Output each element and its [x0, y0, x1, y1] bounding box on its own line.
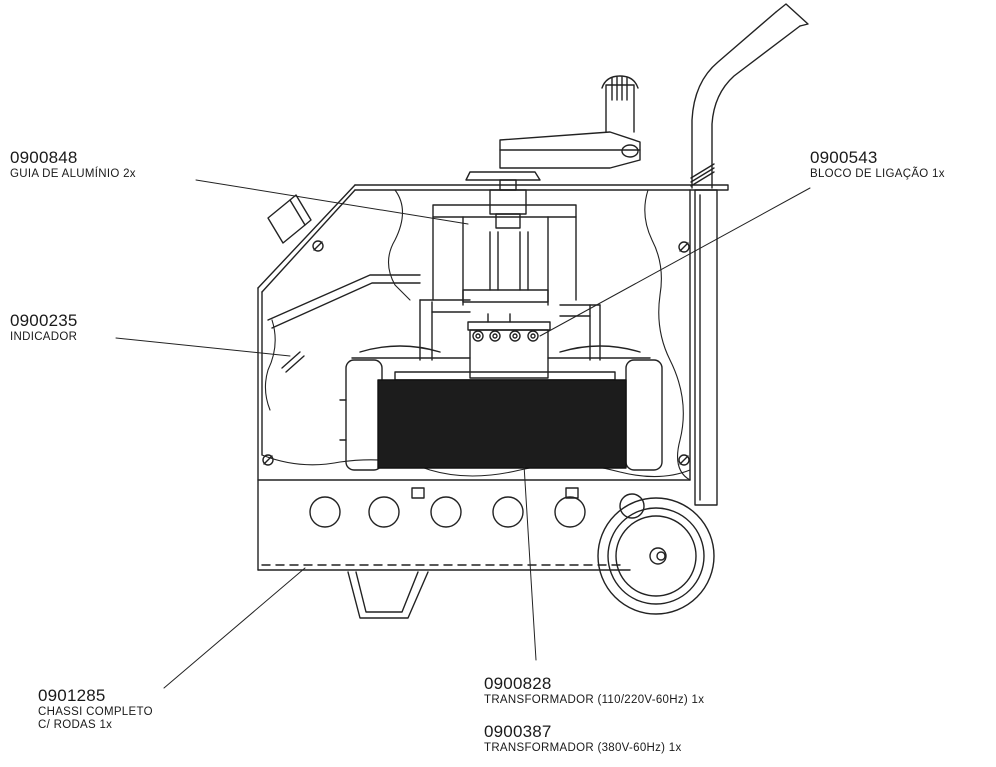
- part-code: 0900828: [484, 674, 552, 693]
- crank: [465, 75, 641, 191]
- part-desc: GUIA DE ALUMÍNIO 2x: [10, 167, 136, 180]
- wheel: [597, 497, 715, 615]
- part-code: 0901285: [38, 686, 106, 705]
- part-desc: CHASSI COMPLETO: [38, 705, 153, 718]
- part-desc: TRANSFORMADOR (380V-60Hz) 1x: [484, 741, 682, 754]
- transformer-core: [377, 379, 627, 469]
- screws: [262, 240, 690, 466]
- chassis-base: [257, 479, 691, 571]
- connection-block: [467, 313, 551, 379]
- side-box: [267, 194, 312, 244]
- callout-transformador-110-220: 0900828 TRANSFORMADOR (110/220V-60Hz) 1x: [484, 674, 704, 707]
- part-code: 0900543: [810, 148, 878, 167]
- part-desc-line2: C/ RODAS 1x: [38, 718, 113, 731]
- callout-chassi: 0901285 CHASSI COMPLETO C/ RODAS 1x: [38, 686, 153, 732]
- cabinet-body: [257, 189, 718, 571]
- front-foot: [347, 571, 429, 619]
- indicator: [267, 274, 421, 373]
- cabinet-top: [257, 184, 729, 293]
- part-code: 0900848: [10, 148, 78, 167]
- callout-indicador: 0900235 INDICADOR: [10, 311, 78, 344]
- handle-tube: [690, 3, 809, 189]
- aluminium-guide: [432, 189, 577, 306]
- callout-transformador-380: 0900387 TRANSFORMADOR (380V-60Hz) 1x: [484, 722, 682, 755]
- callout-bloco: 0900543 BLOCO DE LIGAÇÃO 1x: [810, 148, 945, 181]
- part-code: 0900387: [484, 722, 552, 741]
- cutaway-edges: [261, 189, 691, 481]
- part-code: 0900235: [10, 311, 78, 330]
- leader-lines: [115, 179, 811, 689]
- part-desc: INDICADOR: [10, 330, 78, 343]
- part-desc: TRANSFORMADOR (110/220V-60Hz) 1x: [484, 693, 705, 706]
- connection-tubes: [419, 299, 601, 361]
- callout-guia: 0900848 GUIA DE ALUMÍNIO 2x: [10, 148, 136, 181]
- part-desc: BLOCO DE LIGAÇÃO 1x: [810, 167, 945, 180]
